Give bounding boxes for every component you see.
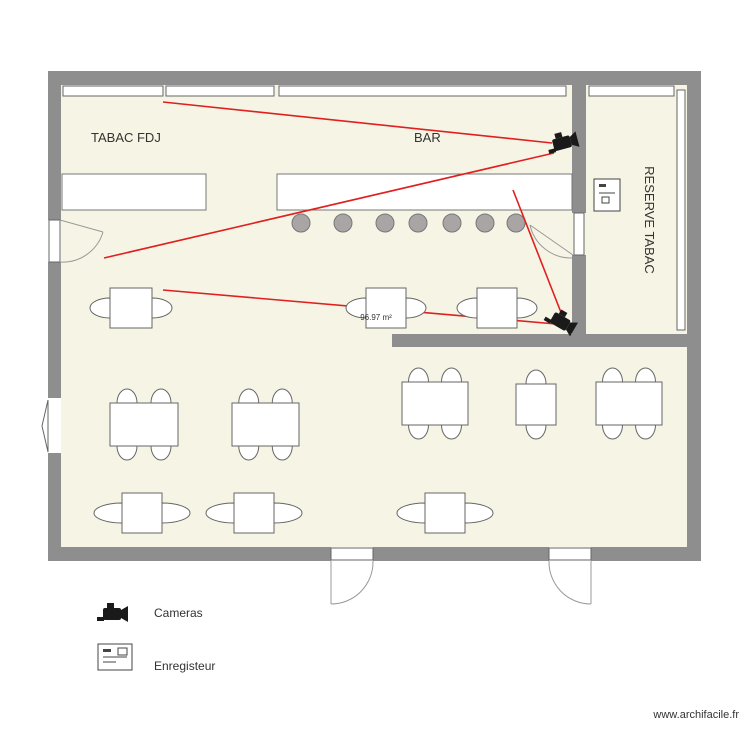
legend-cameras-label: Cameras bbox=[154, 606, 203, 620]
chair bbox=[205, 502, 235, 524]
counters bbox=[61, 173, 573, 211]
chair bbox=[464, 502, 494, 524]
chair bbox=[238, 388, 260, 404]
recorder bbox=[593, 178, 621, 212]
chair bbox=[440, 424, 463, 440]
chair bbox=[525, 369, 547, 385]
chair bbox=[161, 502, 191, 524]
table bbox=[109, 402, 179, 447]
area-label: 96.97 m² bbox=[360, 313, 392, 322]
chair bbox=[601, 367, 624, 383]
chair bbox=[273, 502, 303, 524]
chair bbox=[271, 445, 293, 461]
table bbox=[231, 402, 300, 447]
chair bbox=[407, 367, 430, 383]
chair bbox=[116, 445, 138, 461]
bar-stool bbox=[333, 213, 353, 233]
bar-stool bbox=[291, 213, 311, 233]
bar-stool bbox=[475, 213, 495, 233]
table bbox=[121, 492, 163, 534]
chair bbox=[151, 297, 173, 319]
chair bbox=[93, 502, 123, 524]
chair bbox=[601, 424, 624, 440]
tables-and-chairs bbox=[89, 287, 663, 534]
windows bbox=[62, 85, 686, 331]
camera-icon bbox=[97, 603, 128, 622]
legend-recorder-label: Enregisteur bbox=[154, 659, 215, 673]
table bbox=[424, 492, 466, 534]
room-label-tabac: TABAC FDJ bbox=[91, 130, 161, 145]
bar-stool bbox=[408, 213, 428, 233]
table bbox=[109, 287, 153, 329]
chair bbox=[238, 445, 260, 461]
chair bbox=[89, 297, 111, 319]
chair bbox=[405, 297, 427, 319]
table bbox=[365, 287, 407, 329]
walls bbox=[48, 71, 701, 561]
chair bbox=[525, 424, 547, 440]
chair bbox=[271, 388, 293, 404]
bar-stools bbox=[291, 213, 526, 233]
chair bbox=[407, 424, 430, 440]
room-label-bar: BAR bbox=[414, 130, 441, 145]
table bbox=[233, 492, 275, 534]
doors bbox=[41, 212, 592, 605]
legend: Cameras Enregisteur bbox=[97, 603, 215, 673]
chair bbox=[634, 424, 657, 440]
bar-stool bbox=[506, 213, 526, 233]
chair bbox=[396, 502, 426, 524]
chair bbox=[440, 367, 463, 383]
chair bbox=[150, 445, 172, 461]
chair bbox=[456, 297, 478, 319]
chair bbox=[516, 297, 538, 319]
table bbox=[476, 287, 518, 329]
room-label-reserve: RESERVE TABAC bbox=[642, 166, 657, 274]
recorder-icon bbox=[97, 643, 133, 671]
table bbox=[515, 383, 557, 426]
watermark: www.archifacile.fr bbox=[652, 709, 739, 721]
chair bbox=[116, 388, 138, 404]
chair bbox=[634, 367, 657, 383]
chair bbox=[345, 297, 367, 319]
chair bbox=[150, 388, 172, 404]
bar-stool bbox=[375, 213, 395, 233]
table bbox=[401, 381, 469, 426]
table bbox=[595, 381, 663, 426]
bar-stool bbox=[442, 213, 462, 233]
